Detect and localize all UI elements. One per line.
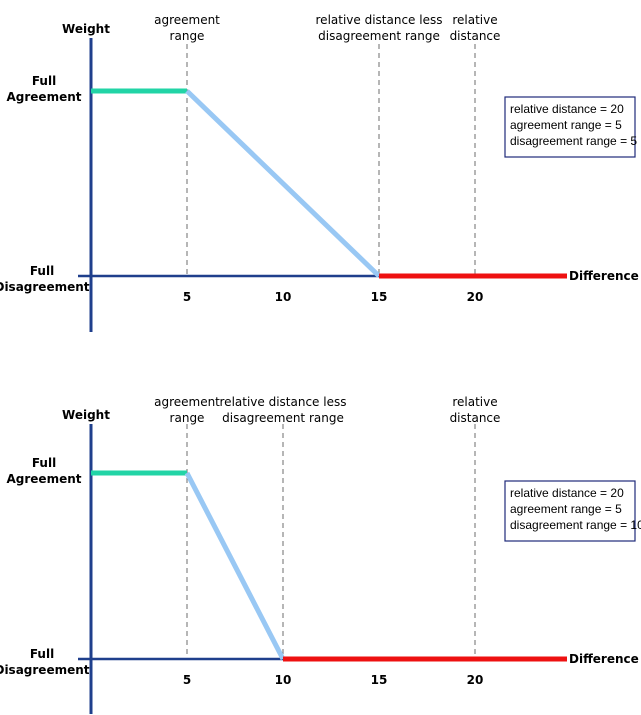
chart-panel-1: agreement range relative distance less disa… <box>0 13 639 332</box>
parameter-line: agreement range = 5 <box>510 502 622 516</box>
y-label-full-agreement: Full <box>32 74 56 88</box>
guide-label: relative <box>452 395 497 409</box>
y-label-full-disagreement: Full <box>30 647 54 661</box>
parameter-line: disagreement range = 10 <box>510 518 641 532</box>
guide-label: relative distance less <box>316 13 443 27</box>
slope-segment <box>185 89 381 278</box>
y-label-full-agreement: Agreement <box>7 90 82 104</box>
y-label-full-disagreement: Disagreement <box>0 663 90 677</box>
x-tick-label: 5 <box>183 673 191 687</box>
slope-segment <box>184 471 286 661</box>
x-axis-label: Difference <box>569 269 639 283</box>
y-label-full-disagreement: Disagreement <box>0 280 90 294</box>
parameter-box <box>504 480 636 542</box>
guide-label: disagreement range <box>318 29 440 43</box>
parameter-box <box>504 96 636 158</box>
parameter-line: relative distance = 20 <box>510 102 624 116</box>
y-label-full-agreement: Agreement <box>7 472 82 486</box>
guide-label: relative distance less <box>220 395 347 409</box>
y-axis-label: Weight <box>62 22 110 36</box>
x-tick-label: 15 <box>371 290 388 304</box>
guide-label: range <box>170 411 205 425</box>
x-tick-label: 5 <box>183 290 191 304</box>
guide-label: distance <box>450 411 501 425</box>
guide-label: agreement <box>154 13 220 27</box>
y-label-full-agreement: Full <box>32 456 56 470</box>
y-axis-label: Weight <box>62 408 110 422</box>
guide-label: disagreement range <box>222 411 344 425</box>
x-axis-label: Difference <box>569 652 639 666</box>
guide-label: agreement <box>154 395 220 409</box>
y-label-full-disagreement: Full <box>30 264 54 278</box>
x-tick-label: 20 <box>467 673 484 687</box>
chart-panel-2: agreement range relative distance less disa… <box>0 395 641 714</box>
x-tick-label: 20 <box>467 290 484 304</box>
guide-label: relative <box>452 13 497 27</box>
x-tick-label: 15 <box>371 673 388 687</box>
x-tick-label: 10 <box>275 673 292 687</box>
x-tick-label: 10 <box>275 290 292 304</box>
parameter-line: relative distance = 20 <box>510 486 624 500</box>
parameter-line: disagreement range = 5 <box>510 134 637 148</box>
guide-label: distance <box>450 29 501 43</box>
parameter-line: agreement range = 5 <box>510 118 622 132</box>
guide-label: range <box>170 29 205 43</box>
